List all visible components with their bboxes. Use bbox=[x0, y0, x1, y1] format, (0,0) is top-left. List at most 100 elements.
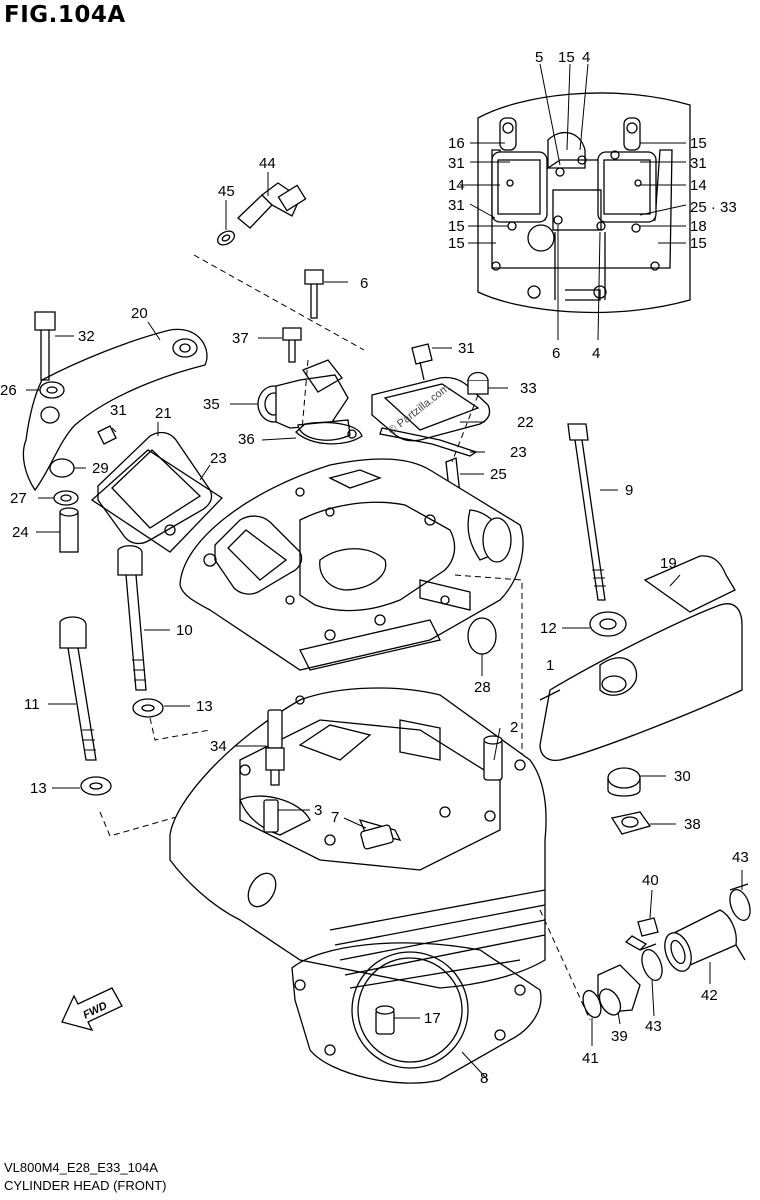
bracket-washer bbox=[26, 381, 65, 399]
label-part-31-inset-left-2: 31 bbox=[448, 197, 465, 214]
label-part-24: 24 bbox=[12, 524, 29, 541]
water-pipe-elbow bbox=[597, 964, 641, 1025]
label-part-31-inset-left-1: 31 bbox=[448, 155, 465, 172]
label-part-44: 44 bbox=[259, 155, 276, 172]
label-part-41: 41 bbox=[582, 1050, 599, 1067]
label-part-32: 32 bbox=[78, 328, 95, 345]
cylinder-head-cover bbox=[179, 458, 524, 671]
label-part-43-top: 43 bbox=[732, 849, 749, 866]
label-part-1: 1 bbox=[546, 657, 554, 674]
label-part-8: 8 bbox=[480, 1070, 488, 1087]
label-part-16: 16 bbox=[448, 135, 465, 152]
label-part-10: 10 bbox=[176, 622, 193, 639]
label-part-43-bottom: 43 bbox=[645, 1018, 662, 1035]
label-part-15-right-1: 15 bbox=[690, 135, 707, 152]
temperature-sensor bbox=[237, 172, 307, 229]
water-hose bbox=[664, 909, 746, 984]
label-part-29: 29 bbox=[92, 460, 109, 477]
cover-grommet-upper bbox=[607, 767, 666, 797]
small-bolt-left bbox=[97, 425, 117, 445]
label-part-31-left: 31 bbox=[110, 402, 127, 419]
outlet-bolt-short bbox=[258, 327, 302, 363]
label-part-23-left: 23 bbox=[210, 450, 227, 467]
hose-clamp-upper bbox=[729, 870, 751, 921]
label-part-2: 2 bbox=[510, 719, 518, 736]
label-part-25: 25 bbox=[490, 466, 507, 483]
label-part-13-middle: 13 bbox=[196, 698, 213, 715]
label-part-40: 40 bbox=[642, 872, 659, 889]
bracket-spacer bbox=[36, 507, 79, 553]
label-part-31-right: 31 bbox=[458, 340, 475, 357]
label-part-7: 7 bbox=[331, 809, 339, 826]
label-part-31-inset-right: 31 bbox=[690, 155, 707, 172]
forward-direction-arrow: FWD bbox=[61, 987, 123, 1031]
dowel-pin bbox=[375, 1005, 420, 1035]
label-part-14-left: 14 bbox=[448, 177, 465, 194]
long-bolt-left bbox=[48, 616, 97, 761]
label-part-27: 27 bbox=[10, 490, 27, 507]
label-part-22: 22 bbox=[517, 414, 534, 431]
hose-clamp-lower bbox=[639, 943, 663, 1017]
cap-nut bbox=[467, 371, 508, 395]
cam-plug bbox=[467, 617, 497, 676]
inset-head-top-view bbox=[460, 63, 691, 341]
label-part-15-top: 15 bbox=[558, 49, 575, 66]
label-part-28: 28 bbox=[474, 679, 491, 696]
cover-cushion-pad bbox=[643, 555, 736, 613]
pipe-o-ring bbox=[582, 989, 602, 1046]
label-part-35: 35 bbox=[203, 396, 220, 413]
label-part-38: 38 bbox=[684, 816, 701, 833]
label-part-26: 26 bbox=[0, 382, 17, 399]
air-bleed-bolt bbox=[624, 889, 659, 951]
label-part-18: 18 bbox=[690, 218, 707, 235]
head-side-cover-gasket-right bbox=[379, 427, 485, 457]
label-part-5: 5 bbox=[535, 49, 543, 66]
label-part-39: 39 bbox=[611, 1028, 628, 1045]
diagram-code: VL800M4_E28_E33_104A bbox=[4, 1160, 158, 1175]
label-part-3: 3 bbox=[314, 802, 322, 819]
label-part-17: 17 bbox=[424, 1010, 441, 1027]
head-stud bbox=[263, 799, 310, 833]
outlet-bolt-long bbox=[304, 269, 348, 319]
head-side-cover-gasket-left bbox=[90, 449, 224, 553]
label-part-15-left-2: 15 bbox=[448, 235, 465, 252]
cylinder-head-side-cover bbox=[539, 603, 743, 762]
label-part-4-inset: 4 bbox=[592, 345, 600, 362]
label-part-4-top: 4 bbox=[582, 49, 590, 66]
long-bolt-middle bbox=[117, 545, 170, 691]
bracket-lower-washer bbox=[38, 490, 79, 506]
label-part-12: 12 bbox=[540, 620, 557, 637]
label-part-25-33: 25 · 33 bbox=[690, 199, 737, 216]
head-side-cover-left bbox=[97, 422, 213, 545]
label-part-37: 37 bbox=[232, 330, 249, 347]
long-bolt-right bbox=[567, 423, 618, 601]
label-part-15-left-1: 15 bbox=[448, 218, 465, 235]
bracket-grommet bbox=[49, 458, 86, 478]
bracket-bolt bbox=[34, 311, 74, 381]
head-cover-bracket bbox=[22, 321, 208, 492]
cylinder-head bbox=[169, 687, 547, 989]
label-part-45: 45 bbox=[218, 183, 235, 200]
label-part-42: 42 bbox=[701, 987, 718, 1004]
label-part-6-inset: 6 bbox=[552, 345, 560, 362]
figure-title: FIG.104A bbox=[4, 2, 126, 28]
label-part-21: 21 bbox=[155, 405, 172, 422]
cover-grommet-lower bbox=[610, 811, 676, 835]
label-part-9: 9 bbox=[625, 482, 633, 499]
spark-plug bbox=[234, 709, 285, 786]
cover-bolt-right bbox=[411, 343, 452, 381]
diagram-caption: CYLINDER HEAD (FRONT) bbox=[4, 1178, 167, 1193]
bolt-washer-right bbox=[562, 611, 627, 637]
bolt-washer-left bbox=[52, 776, 112, 796]
label-part-20: 20 bbox=[131, 305, 148, 322]
bolt-washer-middle bbox=[132, 698, 190, 718]
label-part-36: 36 bbox=[238, 431, 255, 448]
label-part-6: 6 bbox=[360, 275, 368, 292]
sensor-washer bbox=[216, 200, 236, 246]
outlet-gasket bbox=[261, 421, 363, 445]
label-part-15-right-2: 15 bbox=[690, 235, 707, 252]
label-part-23-right: 23 bbox=[510, 444, 527, 461]
label-part-14-right: 14 bbox=[690, 177, 707, 194]
label-part-33: 33 bbox=[520, 380, 537, 397]
